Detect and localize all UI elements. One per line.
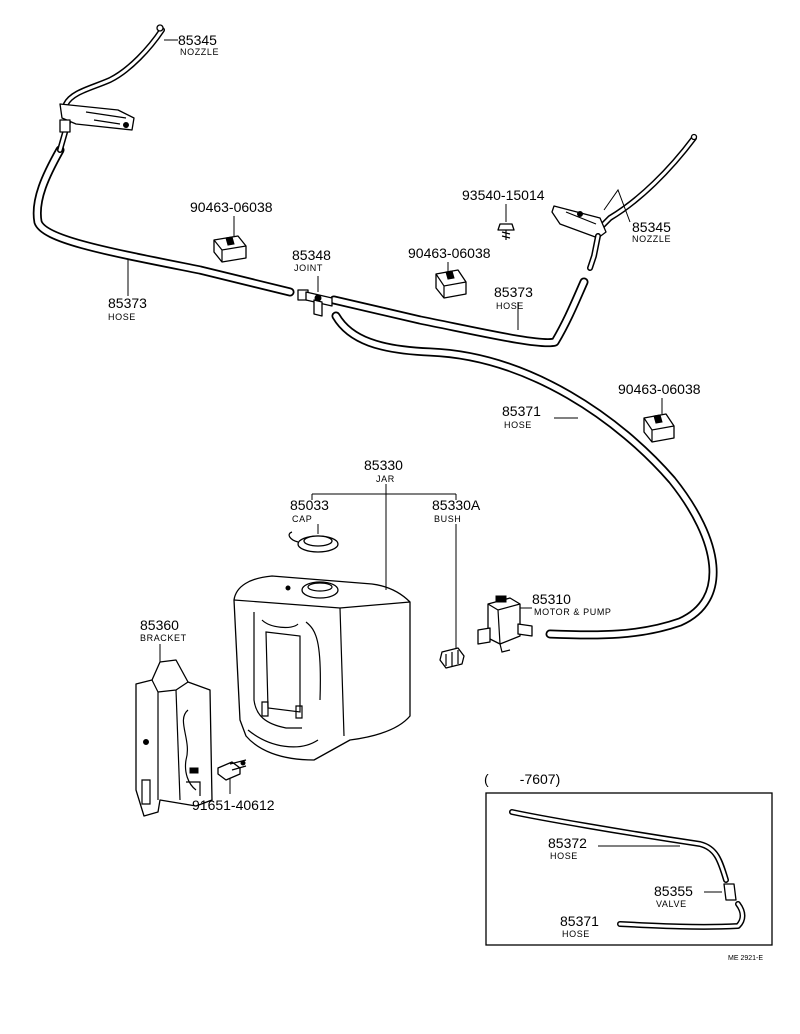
inset-label-hose-top-name: HOSE: [550, 851, 578, 861]
label-clip-right-number: 90463-06038: [618, 381, 701, 397]
label-hose-left-name: HOSE: [108, 312, 136, 322]
inset-hose-bottom-85371: [617, 901, 746, 930]
label-joint-name: JOINT: [294, 263, 323, 273]
label-clip-mid-number: 90463-06038: [408, 245, 491, 261]
label-hose-left-number: 85373: [108, 295, 147, 311]
label-joint-number: 85348: [292, 247, 331, 263]
nozzle-left-85345: [59, 24, 165, 133]
label-bush-number: 85330A: [432, 497, 481, 513]
joint-85348: [297, 289, 333, 317]
cap-85033: [288, 531, 339, 553]
label-jar-name: JAR: [376, 474, 395, 484]
jar-85330: [233, 575, 411, 761]
label-nozzle-right-number: 85345: [632, 219, 671, 235]
hose-main-85371: [331, 311, 718, 640]
inset-hose-top-85372: [509, 809, 729, 883]
nozzle-right-85345: [551, 133, 698, 271]
label-hose-main-name: HOSE: [504, 420, 532, 430]
figure-code: ME 2921-E: [728, 955, 763, 962]
label-hose-right-number: 85373: [494, 284, 533, 300]
inset-label-hose-top-number: 85372: [548, 835, 587, 851]
part-labels: 85345 NOZZLE 85345 NOZZLE 90463-06038 93…: [108, 32, 701, 813]
bracket-85360: [135, 659, 213, 817]
label-nozzle-right-name: NOZZLE: [632, 234, 671, 244]
inset-frame: [485, 792, 773, 946]
label-nozzle-left-number: 85345: [178, 32, 217, 48]
inset-label-valve-number: 85355: [654, 883, 693, 899]
label-bracket-name: BRACKET: [140, 633, 187, 643]
label-clip-left-number: 90463-06038: [190, 199, 273, 215]
label-nozzle-left-name: NOZZLE: [180, 47, 219, 57]
label-bush-name: BUSH: [434, 514, 461, 524]
inset-label-valve-name: VALVE: [656, 899, 687, 909]
inset-range-label: ( -7607): [484, 771, 560, 787]
leader-lines: [127, 39, 663, 794]
clip-left-90463-06038: [213, 235, 247, 263]
inset-label-hose-bottom-number: 85371: [560, 913, 599, 929]
label-motor-pump-number: 85310: [532, 591, 571, 607]
clip-right-90463-06038: [643, 413, 675, 443]
label-hose-main-number: 85371: [502, 403, 541, 419]
label-bracket-number: 85360: [140, 617, 179, 633]
label-hose-right-name: HOSE: [496, 301, 524, 311]
label-cap-number: 85033: [290, 497, 329, 513]
label-cap-name: CAP: [292, 514, 312, 524]
motor-pump-85310: [477, 595, 533, 653]
screw-93540-15014: [497, 223, 515, 240]
hose-right-85373: [329, 277, 589, 348]
inset-label-hose-bottom-name: HOSE: [562, 929, 590, 939]
inset-panel: ( -7607) 85372 HOSE 85355 VALVE 85371 HO…: [484, 771, 773, 946]
label-bolt-number: 91651-40612: [192, 797, 275, 813]
bolt-91651-40612: [217, 759, 247, 781]
label-motor-pump-name: MOTOR & PUMP: [534, 607, 612, 617]
label-jar-number: 85330: [364, 457, 403, 473]
bush-85330A: [439, 647, 465, 669]
label-screw-number: 93540-15014: [462, 187, 545, 203]
clip-mid-90463-06038: [435, 269, 467, 299]
inset-valve-85355: [723, 883, 737, 901]
